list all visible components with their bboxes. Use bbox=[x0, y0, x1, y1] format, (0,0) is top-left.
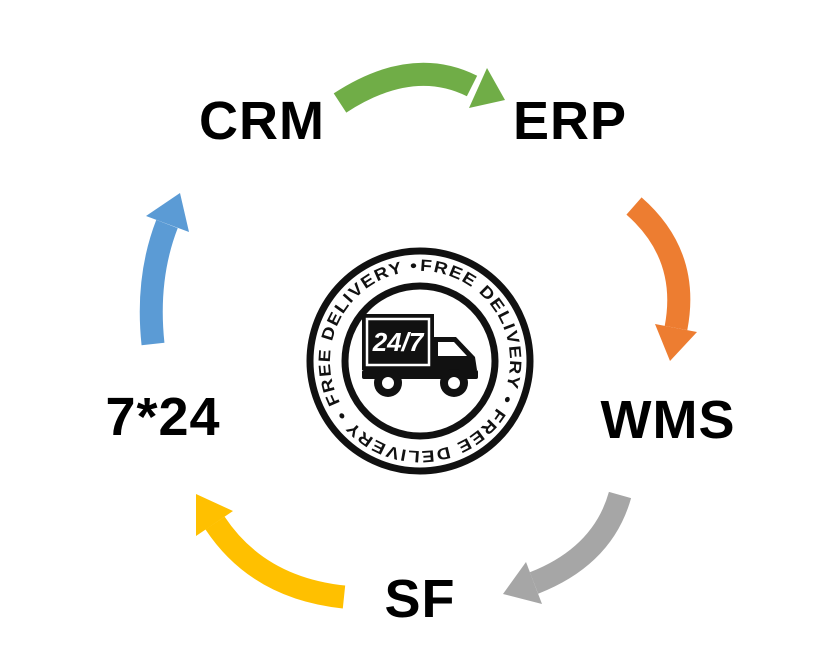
truck-cargo-box bbox=[362, 314, 434, 370]
arrow-wms-to-sf-head bbox=[503, 562, 542, 604]
node-label-sf: SF bbox=[384, 569, 456, 629]
arrow-erp-to-wms bbox=[626, 197, 697, 361]
node-label-crm: CRM bbox=[199, 91, 325, 151]
arrow-sf-to-724-body bbox=[205, 516, 346, 609]
arrow-crm-to-erp bbox=[333, 62, 505, 113]
arrow-sf-to-724-head bbox=[196, 494, 233, 536]
arrow-crm-to-erp-body bbox=[333, 62, 478, 113]
arrow-erp-to-wms-body bbox=[626, 197, 691, 331]
truck-rear-wheel-hub bbox=[382, 377, 394, 389]
arrow-724-to-crm bbox=[139, 193, 189, 346]
arrow-724-to-crm-head bbox=[146, 193, 189, 232]
truck-front-wheel-hub bbox=[448, 377, 460, 389]
truck-24-7-label: 24/7 bbox=[372, 327, 425, 357]
free-delivery-badge: FREE DELIVERY • FREE DELIVERY • FREE DEL… bbox=[306, 247, 534, 475]
arrow-wms-to-sf bbox=[503, 491, 632, 604]
node-label-wms: WMS bbox=[600, 390, 736, 450]
truck-cab-window bbox=[438, 342, 467, 356]
arrow-724-to-crm-body bbox=[139, 219, 178, 346]
node-label-erp: ERP bbox=[512, 91, 628, 151]
truck-cargo-box-inner-border bbox=[365, 317, 431, 367]
node-label-7-24: 7*24 bbox=[105, 387, 221, 447]
delivery-truck-icon: 24/7 bbox=[362, 314, 478, 397]
arrow-crm-to-erp-head bbox=[469, 68, 505, 108]
arrow-erp-to-wms-head bbox=[655, 324, 697, 361]
arrow-sf-to-724 bbox=[196, 494, 346, 609]
arrow-wms-to-sf-body bbox=[529, 491, 632, 594]
